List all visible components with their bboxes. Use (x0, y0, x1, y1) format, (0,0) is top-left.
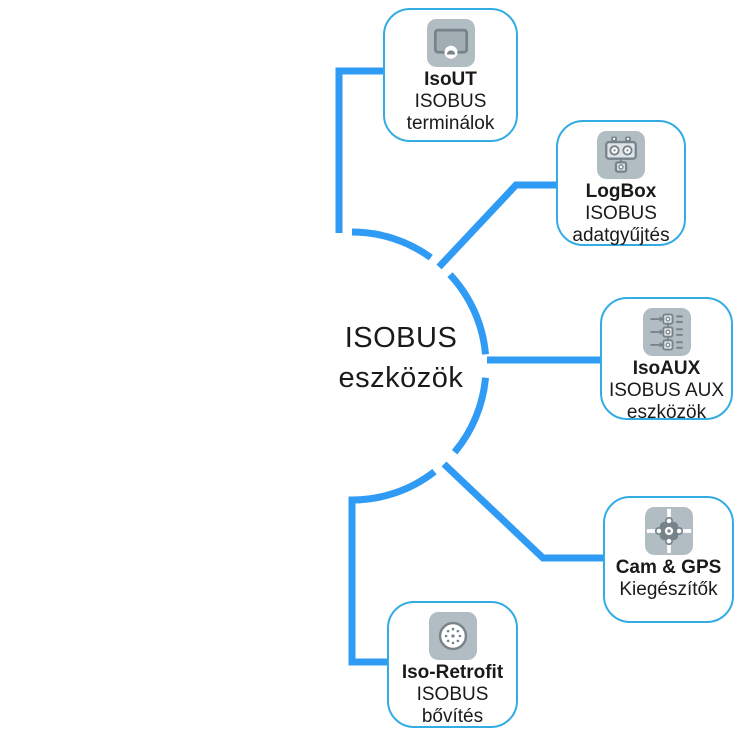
card-title: Iso-Retrofit (401, 662, 504, 683)
card-subtitle-line: ISOBUS (585, 203, 657, 224)
card-subtitle-line: adatgyűjtés (572, 225, 670, 246)
card-isoaux[interactable]: IsoAUX ISOBUS AUX eszközök (600, 297, 733, 423)
card-isout[interactable]: IsoUT ISOBUS terminálok (383, 8, 518, 142)
terminal-icon (426, 19, 475, 67)
connector-camgps (441, 461, 604, 562)
data-logger-icon (597, 131, 645, 179)
card-subtitle-line: ISOBUS (416, 684, 489, 705)
connector-isout (335, 67, 387, 233)
card-subtitle-line: ISOBUS AUX (608, 380, 725, 401)
card-title: IsoAUX (632, 358, 701, 379)
round-connector-icon (428, 612, 477, 660)
card-subtitle-line: Kiegészítők (619, 579, 718, 600)
card-subtitle-line: bővítés (421, 706, 484, 727)
center-label-line1: ISOBUS (344, 322, 458, 354)
center-label: ISOBUS eszközök (291, 318, 511, 398)
card-title: IsoUT (424, 69, 477, 90)
aux-controls-icon (642, 308, 691, 356)
arc-segment-upper-right (447, 272, 489, 355)
card-subtitle-line: terminálok (406, 113, 495, 134)
arc-segment-lower-right (451, 377, 489, 455)
card-subtitle-line: ISOBUS (414, 91, 487, 112)
card-title: Cam & GPS (615, 557, 722, 578)
connector-logbox (436, 181, 557, 270)
card-title: LogBox (585, 181, 657, 202)
card-logbox[interactable]: LogBox ISOBUS adatgyűjtés (556, 120, 686, 246)
card-isoretrofit[interactable]: Iso-Retrofit ISOBUS bővítés (387, 601, 518, 728)
center-label-line2: eszközök (338, 362, 464, 394)
arc-segment-top (351, 228, 433, 261)
gps-cross-icon (644, 507, 693, 555)
card-subtitle-line: eszközök (626, 402, 707, 423)
card-camgps[interactable]: Cam & GPS Kiegészítők (603, 496, 734, 623)
arc-segment-bottom-and-retrofit-connector (348, 468, 437, 666)
